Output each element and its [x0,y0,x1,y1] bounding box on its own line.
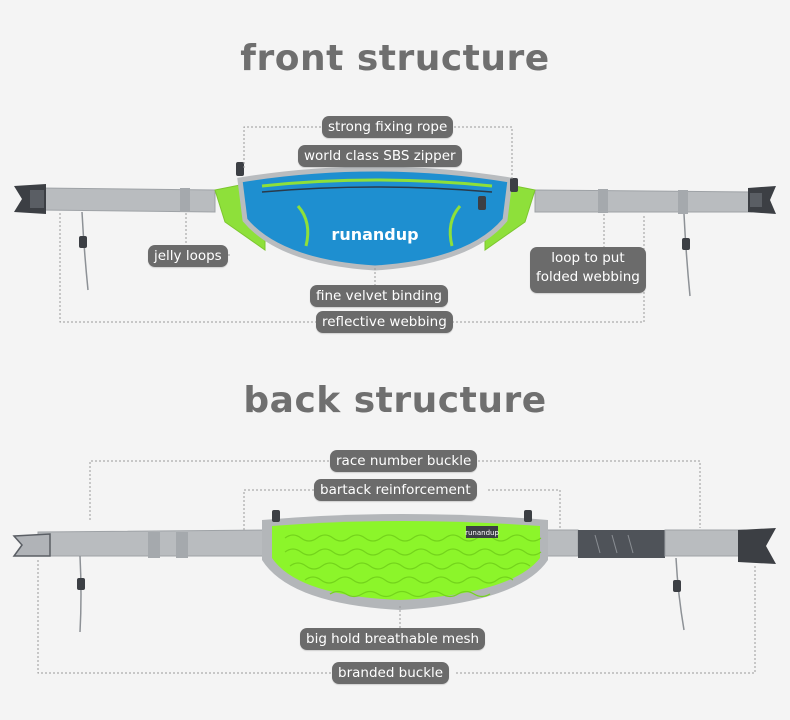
front-right-cord-icon [682,213,691,297]
label-loop-line1: loop to put [551,250,625,266]
back-brand-logo: runandup [465,529,499,537]
back-structure-title: back structure [243,380,547,421]
label-loop-line2: folded webbing [536,269,640,285]
back-right-cord-icon [673,557,685,631]
label-loop-to-put-folded-webbing: loop to put folded webbing [530,247,646,293]
back-right-buckle-icon [738,528,776,564]
label-race-number-buckle: race number buckle [330,450,478,472]
front-right-buckle-icon [748,186,776,214]
label-branded-buckle: branded buckle [332,662,450,684]
label-reflective-webbing: reflective webbing [316,311,453,333]
front-brand-logo: runandup [331,225,418,244]
label-jelly-loops: jelly loops [148,245,228,267]
front-left-buckle-icon [14,184,46,214]
label-breathable-mesh: big hold breathable mesh [300,628,486,650]
front-left-cord-icon [79,211,89,291]
back-left-cord-icon [77,555,85,633]
front-structure-title: front structure [240,38,550,79]
label-strong-fixing-rope: strong fixing rope [322,116,454,138]
label-bartack-reinforcement: bartack reinforcement [314,479,477,501]
branded-tag [466,526,498,538]
label-fine-velvet-binding: fine velvet binding [310,285,448,307]
label-sbs-zipper: world class SBS zipper [298,145,462,167]
back-left-buckle-icon [12,533,51,557]
